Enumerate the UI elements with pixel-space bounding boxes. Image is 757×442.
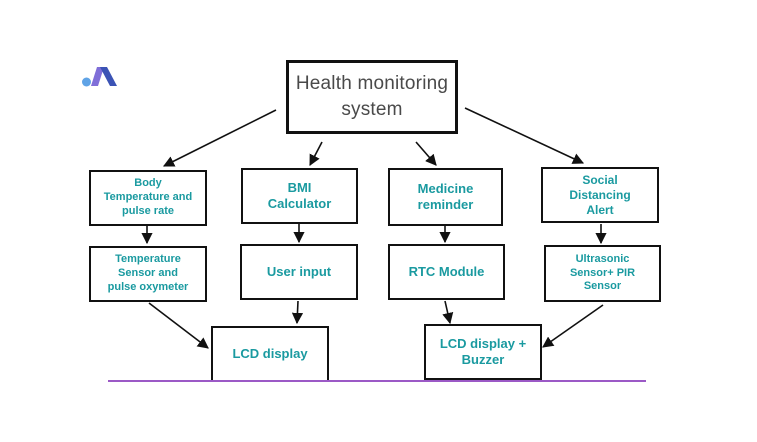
arrow-ultrasonic-to-lcd-buzzer <box>542 304 604 348</box>
baseline-divider <box>108 380 646 382</box>
arrow-main-to-social <box>464 107 585 164</box>
brand-logo-icon <box>82 67 117 87</box>
lcd-display-buzzer-box: LCD display + Buzzer <box>424 324 542 380</box>
arrow-sensor-to-lcd <box>148 302 209 349</box>
body-temperature-box: Body Temperature and pulse rate <box>89 170 207 226</box>
ultrasonic-pir-sensor-box: Ultrasonic Sensor+ PIR Sensor <box>544 245 661 302</box>
arrow-main-to-body-temp <box>162 109 277 167</box>
lcd-display-box: LCD display <box>211 326 329 382</box>
social-distancing-box: Social Distancing Alert <box>541 167 659 223</box>
medicine-reminder-box: Medicine reminder <box>388 168 503 226</box>
arrow-main-to-medicine <box>415 141 437 166</box>
health-monitoring-system-box: Health monitoring system <box>286 60 458 134</box>
rtc-module-box: RTC Module <box>388 244 505 300</box>
user-input-box: User input <box>240 244 358 300</box>
arrow-rtc-to-lcd-buzzer <box>442 300 454 325</box>
arrow-user-input-to-lcd <box>291 300 304 325</box>
bmi-calculator-box: BMI Calculator <box>241 168 358 224</box>
arrow-main-to-bmi <box>309 141 323 166</box>
temperature-sensor-box: Temperature Sensor and pulse oxymeter <box>89 246 207 302</box>
